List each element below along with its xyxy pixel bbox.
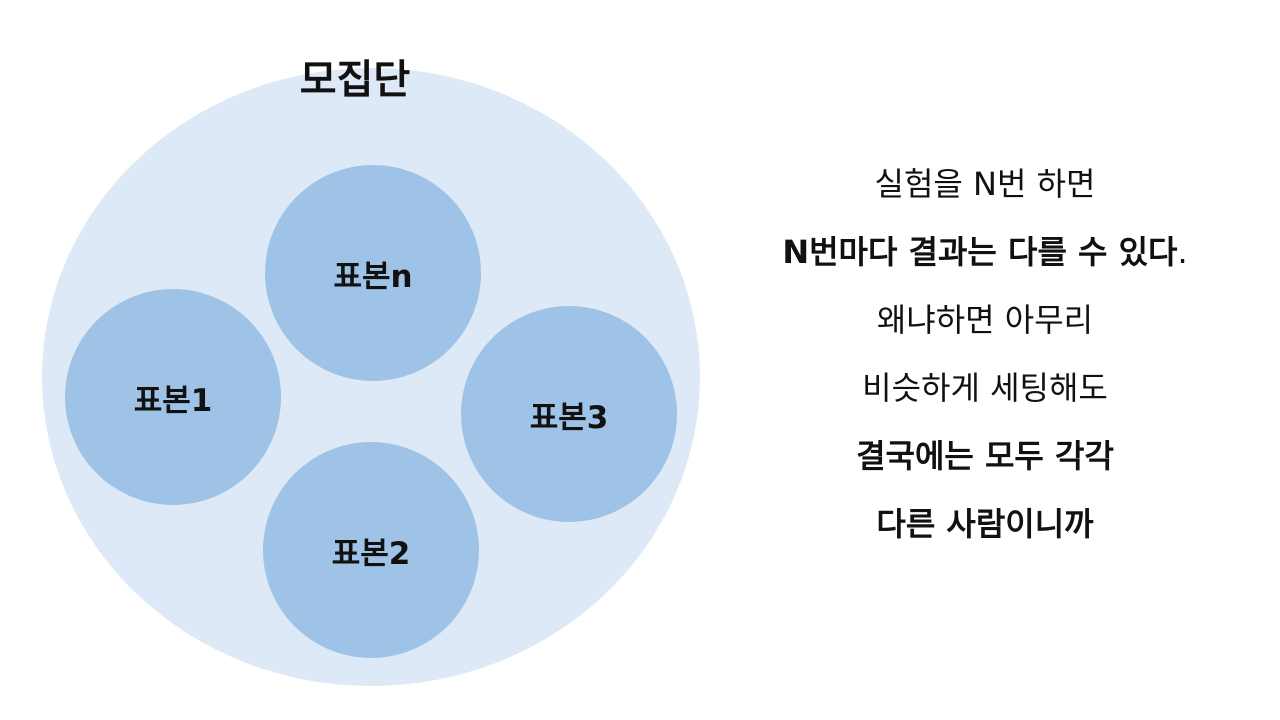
sample-circle-2: 표본2 bbox=[263, 442, 479, 658]
text-line-6: 다른 사람이니까 bbox=[876, 505, 1094, 543]
sample-circle-n: 표본n bbox=[265, 165, 481, 381]
text-line-1: 실험을 N번 하면 bbox=[874, 165, 1096, 203]
text-line-5: 결국에는 모두 각각 bbox=[856, 437, 1114, 475]
explanation-text: 실험을 N번 하면 N번마다 결과는 다를 수 있다. 왜냐하면 아무리 비슷하… bbox=[700, 150, 1270, 558]
sample-circle-3: 표본3 bbox=[461, 306, 677, 522]
sample-label-2: 표본2 bbox=[331, 535, 411, 572]
text-line-4: 비슷하게 세팅해도 bbox=[862, 369, 1108, 407]
population-label: 모집단 bbox=[299, 57, 411, 103]
sample-label-n: 표본n bbox=[333, 258, 413, 295]
sample-label-3: 표본3 bbox=[529, 399, 609, 436]
text-line-2-period: . bbox=[1177, 233, 1188, 271]
sample-label-1: 표본1 bbox=[133, 382, 213, 419]
text-line-2: N번마다 결과는 다를 수 있다. bbox=[700, 218, 1270, 286]
text-line-3: 왜냐하면 아무리 bbox=[876, 301, 1094, 339]
sample-circle-1: 표본1 bbox=[65, 289, 281, 505]
text-line-2-main: N번마다 결과는 다를 수 있다 bbox=[782, 233, 1178, 271]
